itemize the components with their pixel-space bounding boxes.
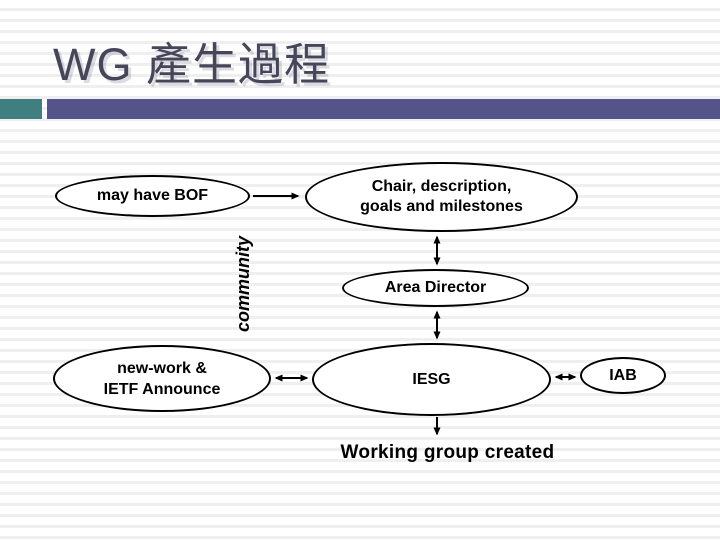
node-may-have-bof: may have BOF — [55, 175, 250, 217]
node-chair-description-goals: Chair, description, goals and milestones — [305, 162, 578, 232]
node-area-director-label: Area Director — [384, 279, 487, 296]
node-new-work-line-1: new-work & — [117, 359, 207, 377]
node-iab: IAB — [580, 357, 666, 394]
node-new-work-ietf-announce: new-work & IETF Announce — [53, 345, 271, 412]
title-accent-square — [0, 99, 42, 119]
slide-title: WG 產生過程 — [53, 39, 330, 90]
node-area-director: Area Director — [342, 269, 529, 307]
title-accent-bar — [47, 99, 720, 119]
node-iesg: IESG — [312, 343, 551, 416]
node-may-have-bof-label: may have BOF — [96, 187, 209, 204]
node-iab-label: IAB — [609, 366, 637, 384]
working-group-created-caption: Working group created — [340, 442, 555, 463]
node-chair-line-1: Chair, description, — [371, 178, 512, 195]
community-label: community — [233, 236, 253, 333]
node-iesg-label: IESG — [412, 370, 451, 388]
node-chair-line-2: goals and milestones — [360, 198, 523, 215]
node-new-work-line-2: IETF Announce — [103, 380, 221, 398]
